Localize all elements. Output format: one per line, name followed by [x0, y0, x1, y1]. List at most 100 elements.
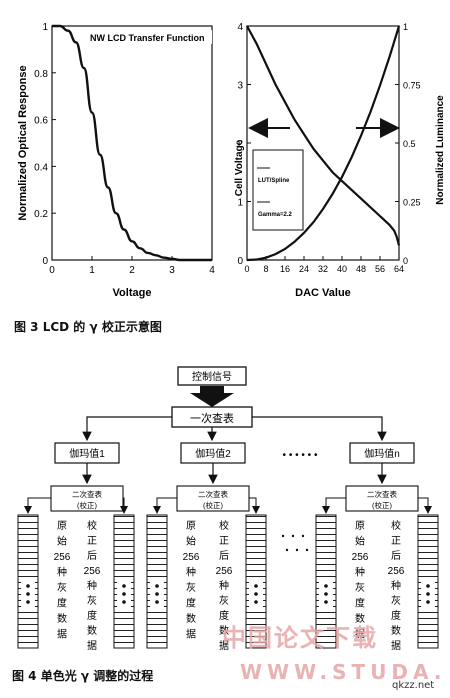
- original-data-char: 256: [183, 552, 200, 563]
- original-data-char: 种: [186, 566, 196, 579]
- right-ytick-left-label: 1: [237, 198, 243, 209]
- right-chart-xlabel: DAC Value: [295, 287, 351, 299]
- left-xtick-label: 0: [49, 265, 55, 276]
- left-xtick-label: 1: [89, 265, 95, 276]
- right-xtick-label: 24: [299, 264, 309, 274]
- corrected-data-char: 数: [391, 624, 401, 637]
- right-xtick-label: 64: [394, 264, 404, 274]
- right-ytick-left-label: 0: [237, 256, 243, 267]
- ellipsis-dot: [426, 592, 430, 596]
- corrected-data-char: 据: [87, 639, 97, 652]
- second-lookup-label: 二次查表: [367, 489, 397, 499]
- right-xtick-label: 16: [280, 264, 290, 274]
- original-data-char: 数: [355, 612, 365, 625]
- right-xtick-label: 48: [356, 264, 366, 274]
- original-data-char: 度: [355, 597, 365, 610]
- corrected-data-char: 256: [388, 566, 405, 577]
- left-ytick-label: 0.6: [34, 116, 48, 127]
- corrected-data-char: 度: [219, 609, 229, 622]
- second-lookup-box: [50, 485, 124, 512]
- original-data-char: 256: [54, 552, 71, 563]
- second-lookup-sublabel: (校正): [203, 500, 223, 510]
- left-ytick-label: 0.8: [34, 69, 48, 80]
- corrected-data-char: 256: [84, 566, 101, 577]
- figure4-caption: 图 4 单色光 γ 调整的过程: [12, 669, 154, 683]
- groups-ellipsis-dot: [301, 534, 305, 538]
- groups-ellipsis-dot: [305, 548, 309, 552]
- legend-label-gamma: Gamma=2.2: [258, 212, 293, 218]
- second-lookup-box: [345, 485, 419, 512]
- corrected-data-char: 灰: [87, 594, 97, 607]
- arrow-to-original-column: [322, 497, 346, 514]
- original-data-char: 原: [57, 520, 67, 532]
- original-data-char: 据: [57, 628, 67, 641]
- site-label: qkzz.net: [392, 680, 435, 691]
- right-xtick-label: 32: [318, 264, 328, 274]
- ellipsis-dot: [254, 584, 258, 588]
- left-chart-frame: [51, 25, 213, 261]
- corrected-data-char: 种: [391, 579, 401, 592]
- corrected-data-char: 后: [87, 550, 97, 562]
- arrow-to-corrected-column: [249, 497, 260, 514]
- ellipsis-dot: [26, 600, 30, 604]
- right-ytick-left-label: 4: [237, 22, 243, 33]
- left-chart-title: NW LCD Transfer Function: [90, 33, 205, 43]
- right-ytick-right-label: 0.5: [403, 139, 416, 149]
- first-lookup-label: 一次查表: [190, 411, 234, 425]
- corrected-data-char: 度: [87, 609, 97, 622]
- ellipsis-dot: [122, 600, 126, 604]
- corrected-data-char: 正: [87, 536, 97, 547]
- left-ytick-label: 0.4: [34, 162, 48, 173]
- left-xtick-label: 3: [169, 265, 175, 276]
- right-chart-ylabel-right: Normalized Luminance: [435, 95, 446, 205]
- right-ytick-right-label: 0: [403, 256, 408, 266]
- ellipsis-dot: [324, 584, 328, 588]
- arrow-to-original-column: [24, 497, 51, 514]
- left-chart-xlabel: Voltage: [113, 287, 152, 299]
- figure3-caption: 图 3 LCD 的 γ 校正示意图: [14, 320, 162, 334]
- ellipsis-dot: [26, 592, 30, 596]
- corrected-data-char: 据: [391, 639, 401, 652]
- original-data-char: 灰: [186, 581, 196, 594]
- original-data-char: 度: [57, 597, 67, 610]
- gamma-label-2: 伽玛值2: [195, 447, 231, 460]
- left-ytick-label: 0: [42, 256, 48, 267]
- second-lookup-label: 二次查表: [72, 489, 102, 499]
- left-chart-ylabel: Normalized Optical Response: [17, 65, 29, 220]
- branch-left: [82, 416, 172, 442]
- arrow-to-corrected-column: [418, 497, 432, 514]
- original-data-char: 数: [57, 612, 67, 625]
- control-signal-label: 控制信号: [192, 370, 232, 383]
- left-xtick-label: 4: [209, 265, 215, 276]
- original-data-char: 始: [57, 535, 67, 548]
- original-data-char: 原: [186, 520, 196, 532]
- groups-ellipsis-dot: [291, 534, 295, 538]
- ellipsis-dot: [324, 600, 328, 604]
- right-chart-ylabel-left: Cell Voltage: [234, 139, 245, 196]
- original-data-char: 据: [186, 628, 196, 641]
- arrow-to-original-column: [153, 497, 177, 514]
- corrected-data-char: 种: [87, 579, 97, 592]
- corrected-data-char: 种: [219, 579, 229, 592]
- second-lookup-sublabel: (校正): [372, 500, 392, 510]
- original-data-char: 数: [186, 612, 196, 625]
- corrected-data-char: 校: [87, 519, 97, 532]
- right-xtick-label: 40: [337, 264, 347, 274]
- corrected-data-char: 度: [391, 609, 401, 622]
- right-xtick-label: 8: [263, 264, 268, 274]
- right-chart-legend: [252, 149, 304, 231]
- branch-right: [252, 416, 387, 442]
- groups-ellipsis-dot: [285, 548, 289, 552]
- ellipsis-dot: [254, 592, 258, 596]
- series-lut-spline: [246, 25, 401, 246]
- corrected-data-char: 正: [219, 536, 229, 547]
- corrected-data-char: 后: [391, 550, 401, 562]
- right-ytick-left-label: 2: [237, 139, 243, 150]
- original-data-char: 始: [186, 535, 196, 548]
- gamma-label-1: 伽玛值1: [69, 447, 105, 460]
- corrected-data-char: 256: [216, 566, 233, 577]
- original-data-char: 始: [355, 535, 365, 548]
- original-data-char: 灰: [57, 581, 67, 594]
- left-title-bg: [86, 30, 212, 44]
